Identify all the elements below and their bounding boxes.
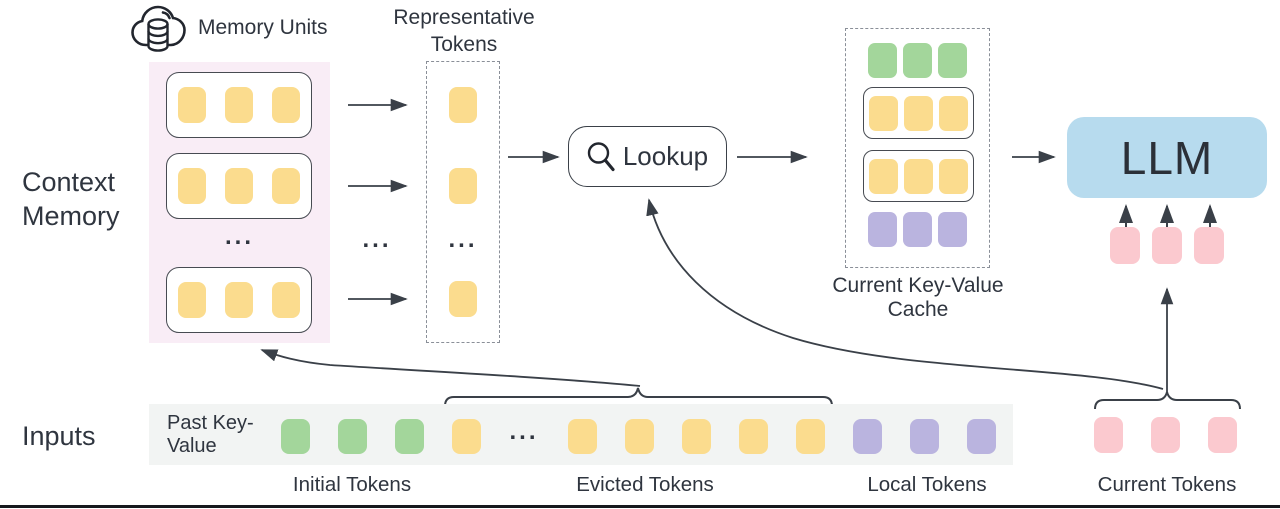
- yellow-token: [796, 419, 825, 454]
- initial-tokens-label: Initial Tokens: [292, 473, 412, 496]
- yellow-token: [449, 168, 477, 204]
- context-memory-box: ...: [149, 62, 330, 343]
- yellow-token: [449, 281, 477, 317]
- yellow-token: [739, 419, 768, 454]
- yellow-token: [939, 158, 968, 194]
- yellow-token: [272, 87, 300, 123]
- yellow-token: [682, 419, 711, 454]
- local-tokens-group: [853, 419, 996, 454]
- yellow-token: [449, 87, 477, 123]
- green-token: [281, 419, 310, 454]
- yellow-token: [452, 419, 481, 454]
- current-tokens-label: Current Tokens: [1097, 473, 1237, 496]
- pink-token: [1208, 417, 1237, 453]
- between-ellipsis: ...: [362, 226, 392, 253]
- representative-tokens-box: ...: [426, 61, 500, 343]
- evicted-token-first: [452, 419, 481, 454]
- yellow-token: [568, 419, 597, 454]
- pink-token: [1110, 227, 1140, 264]
- cache-local-row: [868, 212, 967, 247]
- yellow-token: [178, 282, 206, 318]
- representative-ellipsis: ...: [448, 226, 478, 253]
- green-token: [395, 419, 424, 454]
- llm-input-tokens: [1110, 227, 1224, 264]
- purple-token: [853, 419, 882, 454]
- green-token: [338, 419, 367, 454]
- purple-token: [903, 212, 932, 247]
- yellow-token: [904, 95, 933, 131]
- representative-tokens-label: Representative Tokens: [393, 6, 535, 56]
- cache-retrieved-unit: [863, 150, 974, 202]
- purple-token: [967, 419, 996, 454]
- pink-token: [1151, 417, 1180, 453]
- yellow-token: [225, 87, 253, 123]
- bar-ellipsis: ...: [509, 418, 539, 445]
- yellow-token: [625, 419, 654, 454]
- purple-token: [938, 212, 967, 247]
- pink-token: [1194, 227, 1224, 264]
- lookup-label: Lookup: [622, 141, 709, 171]
- evicted-tokens-label: Evicted Tokens: [576, 473, 714, 496]
- yellow-token: [225, 282, 253, 318]
- green-token: [903, 43, 932, 78]
- lookup-button: Lookup: [568, 126, 727, 187]
- current-tokens-brace: [1094, 391, 1241, 410]
- memory-units-label: Memory Units: [198, 16, 328, 39]
- current-kv-cache-box: [845, 28, 990, 268]
- yellow-token: [939, 95, 968, 131]
- current-kv-cache-label: Current Key-Value Cache: [832, 274, 1004, 321]
- yellow-token: [904, 158, 933, 194]
- green-token: [938, 43, 967, 78]
- search-icon: [587, 142, 615, 172]
- cloud-database-icon: [131, 5, 186, 52]
- memory-unit: [166, 72, 312, 138]
- yellow-token: [178, 87, 206, 123]
- pink-token: [1094, 417, 1123, 453]
- purple-token: [868, 212, 897, 247]
- inputs-label: Inputs: [22, 421, 96, 451]
- llm-label: LLM: [1120, 131, 1214, 184]
- yellow-token: [272, 168, 300, 204]
- llm-box: LLM: [1067, 117, 1267, 198]
- memory-unit: [166, 267, 312, 333]
- arrow-evicted-to-memory: [260, 349, 641, 387]
- yellow-token: [178, 168, 206, 204]
- evicted-tokens-group: [568, 419, 825, 454]
- initial-tokens-group: [281, 419, 424, 454]
- purple-token: [910, 419, 939, 454]
- local-tokens-label: Local Tokens: [867, 473, 987, 496]
- context-memory-label: Context Memory: [22, 167, 120, 231]
- past-key-value-label: Past Key-Value: [167, 412, 254, 457]
- memory-ellipsis: ...: [224, 223, 254, 250]
- current-tokens-group: [1094, 417, 1237, 453]
- figure-bottom-rule: [0, 505, 1280, 508]
- inputs-bar: Past Key-Value ...: [149, 404, 1013, 465]
- green-token: [868, 43, 897, 78]
- pink-token: [1152, 227, 1182, 264]
- yellow-token: [225, 168, 253, 204]
- cache-retrieved-unit: [863, 87, 974, 139]
- cache-initial-row: [868, 43, 967, 78]
- yellow-token: [869, 95, 898, 131]
- yellow-token: [869, 158, 898, 194]
- memory-unit: [166, 153, 312, 219]
- yellow-token: [272, 282, 300, 318]
